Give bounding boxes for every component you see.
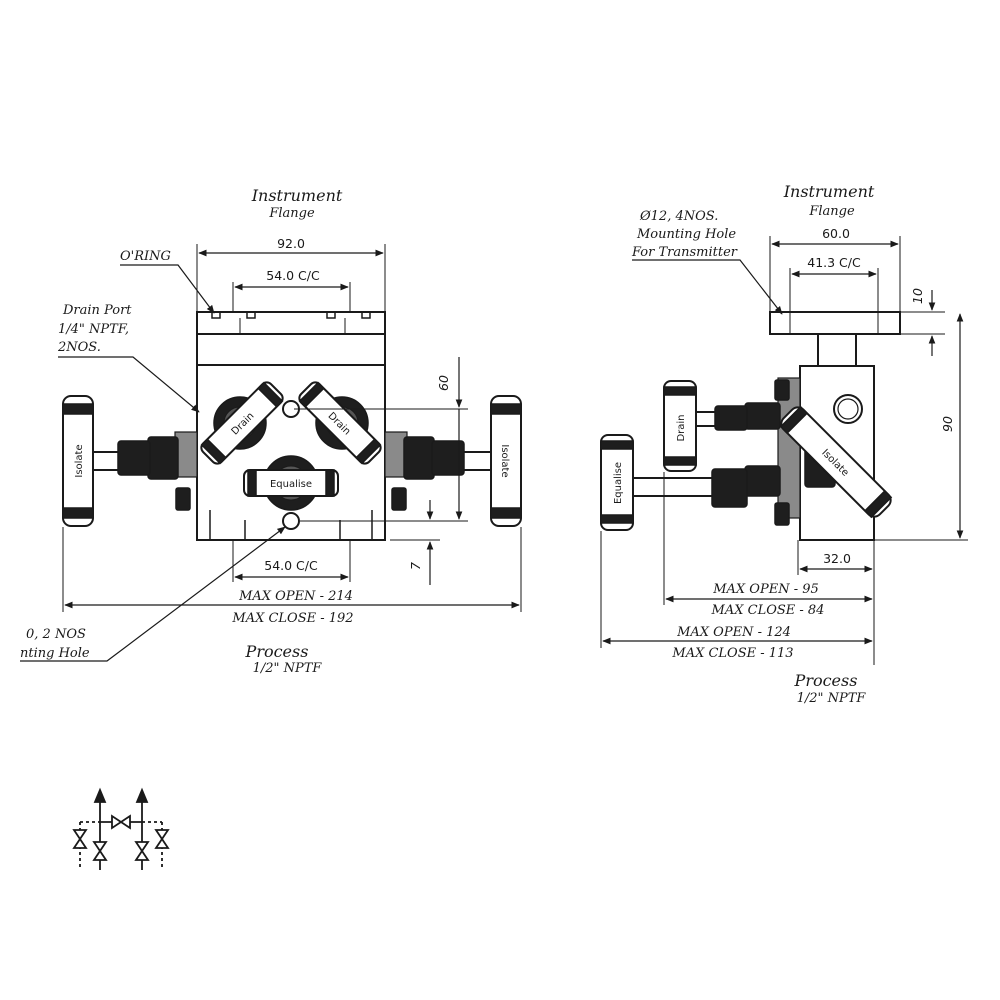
front-height-dim: 60 (436, 375, 451, 391)
oring-slot-3 (326, 311, 336, 319)
side-max-open-1: MAX OPEN - 95 (712, 582, 819, 597)
left-drain-handle[interactable] (199, 380, 285, 466)
right-isolate-label: Isolate (499, 444, 510, 477)
side-neck (817, 333, 857, 367)
manifold-schematic-symbol (72, 787, 170, 870)
drain-port-line-1: Drain Port (62, 303, 132, 318)
side-cc-dim: 41.3 C/C (807, 255, 861, 270)
side-isolate-valve: Isolate (778, 404, 894, 520)
side-mount-line-2: Mounting Hole (636, 227, 736, 242)
front-small-dim: 7 (408, 562, 423, 570)
drain-port-line-2: 1/4" NPTF, (58, 322, 129, 337)
side-drain-label: Drain (676, 414, 687, 441)
side-mount-line-1: Ø12, 4NOS. (639, 209, 718, 224)
drain-port-line-3: 2NOS. (57, 340, 101, 355)
left-isolate-handle[interactable] (62, 395, 94, 527)
left-isolate-label: Isolate (74, 444, 85, 477)
front-left-isolate-valve: Isolate (62, 395, 198, 527)
equalise-label: Equalise (270, 479, 312, 490)
side-equalise-handle[interactable] (600, 434, 634, 531)
front-right-drain-valve: Drain (297, 380, 383, 466)
side-height-dim: 90 (940, 416, 955, 432)
right-isolate-handle[interactable] (490, 395, 522, 527)
side-equalise-valve: Equalise (600, 434, 781, 531)
front-cc-top-dim: 54.0 C/C (266, 268, 320, 283)
side-mount-line-3: For Transmitter (631, 245, 738, 260)
front-max-close: MAX CLOSE - 192 (231, 611, 353, 626)
front-equalise-valve: Equalise (243, 455, 339, 511)
side-drain-valve: Drain (663, 380, 781, 472)
side-base-dim: 32.0 (823, 551, 851, 566)
oring-slot-4 (361, 311, 371, 319)
side-view: Instrument Flange Drain (600, 182, 968, 706)
front-left-drain-valve: Drain (199, 380, 285, 466)
side-top-sub: Flange (808, 204, 855, 219)
front-view: Instrument Flange Isolate (20, 186, 522, 676)
front-max-open: MAX OPEN - 214 (238, 589, 353, 604)
front-bottom-heading: Process (245, 642, 309, 661)
front-right-isolate-valve: Isolate (384, 395, 522, 527)
side-top-heading: Instrument (783, 182, 875, 201)
front-bottom-port (282, 512, 300, 530)
side-width-dim: 60.0 (822, 226, 850, 241)
front-top-heading: Instrument (251, 186, 343, 205)
side-bottom-heading: Process (794, 671, 858, 690)
side-isolate-handle[interactable] (778, 404, 894, 520)
front-flange (196, 311, 386, 335)
front-mount-line-2: nting Hole (20, 646, 90, 661)
oring-slot-1 (211, 311, 221, 319)
front-cc-bottom-dim: 54.0 C/C (264, 558, 318, 573)
front-top-sub: Flange (268, 206, 315, 221)
side-max-open-2: MAX OPEN - 124 (676, 625, 791, 640)
side-max-close-2: MAX CLOSE - 113 (671, 646, 793, 661)
side-bottom-sub: 1/2" NPTF (797, 691, 867, 706)
equalise-handle[interactable] (243, 469, 339, 497)
side-drain-handle[interactable] (663, 380, 697, 472)
right-drain-handle[interactable] (297, 380, 383, 466)
front-width-dim: 92.0 (277, 236, 305, 251)
front-mount-line-1: 0, 2 NOS (26, 627, 86, 642)
side-max-close-1: MAX CLOSE - 84 (711, 603, 825, 618)
oring-label: O'RING (120, 249, 171, 264)
side-equalise-label: Equalise (613, 462, 624, 504)
front-bottom-sub: 1/2" NPTF (253, 661, 323, 676)
oring-slot-2 (246, 311, 256, 319)
side-flange-thk: 10 (910, 288, 925, 304)
